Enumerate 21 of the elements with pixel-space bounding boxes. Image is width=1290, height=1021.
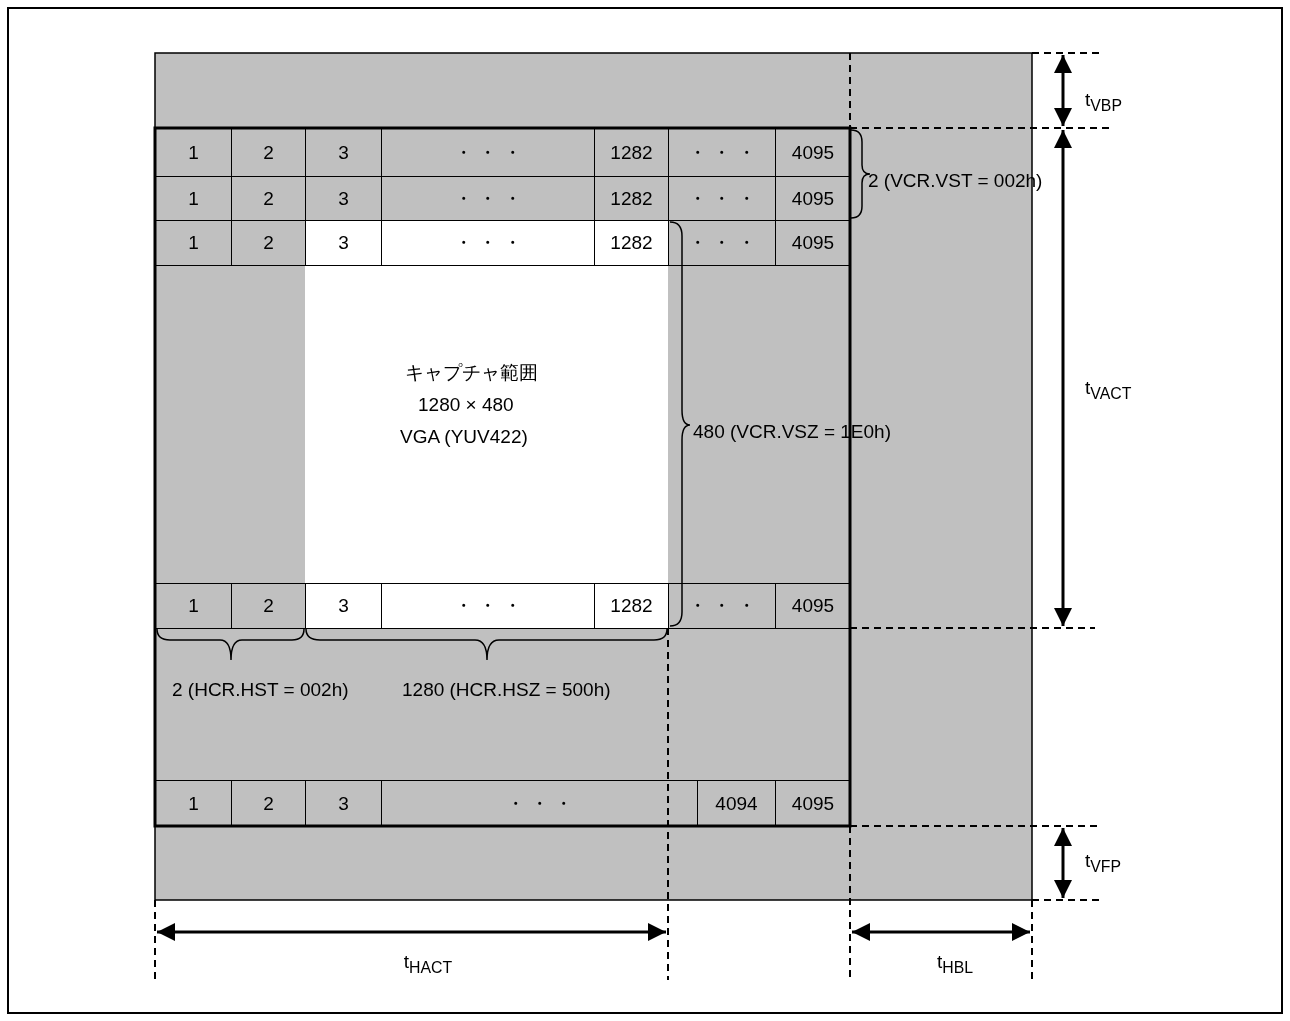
timing-label: t$_{HACT}$: [403, 951, 453, 978]
area-label: 1280 × 480: [418, 394, 514, 416]
table-cell: ・ ・ ・: [381, 583, 595, 629]
timing-label: t$_{HBL}$: [936, 951, 974, 978]
area-label: キャプチャ範囲: [405, 362, 538, 384]
table-cell: 1282: [594, 220, 669, 266]
table-cell: 1: [155, 583, 232, 629]
area-label: VGA (YUV422): [400, 426, 528, 448]
table-cell: 1282: [594, 583, 669, 629]
table-cell: 4095: [775, 583, 851, 629]
brace-label: 2 (HCR.HST = 002h): [172, 679, 349, 701]
table-cell: ・ ・ ・: [668, 583, 776, 629]
table-cell: ・ ・ ・: [381, 220, 595, 266]
brace-label: 1280 (HCR.HSZ = 500h): [402, 679, 611, 701]
timing-label: t$_{VBP}$: [1085, 89, 1122, 116]
capture-area: [305, 265, 668, 583]
timing-label: t$_{VACT}$: [1085, 377, 1132, 404]
table-cell: 3: [305, 220, 382, 266]
table-cell: 3: [305, 583, 382, 629]
timing-label: t$_{VFP}$: [1085, 850, 1122, 877]
table-cell: 2: [231, 583, 306, 629]
